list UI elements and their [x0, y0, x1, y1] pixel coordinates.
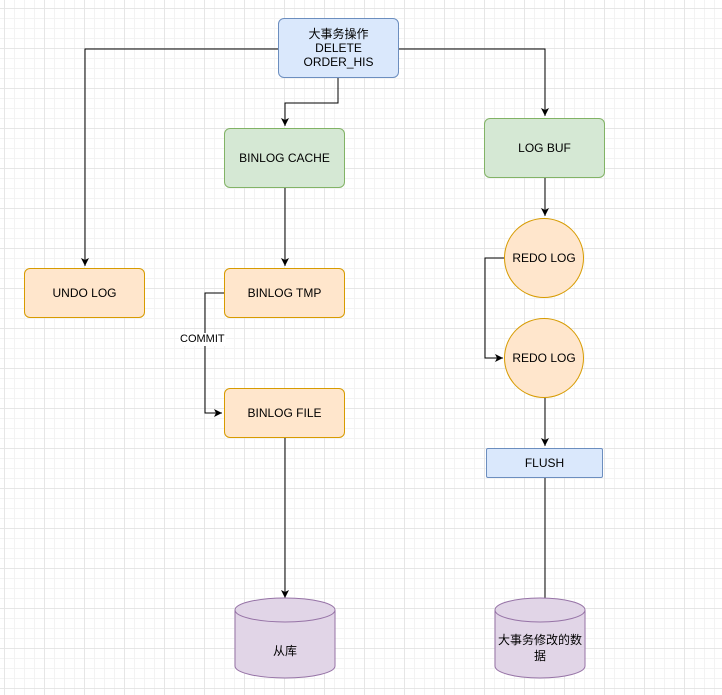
modified-data-label: 大事务修改的数据 — [497, 633, 582, 663]
edge-tx-to-log-buf — [398, 48, 549, 116]
redo-log-label-1: REDO LOG — [512, 251, 576, 265]
delete-label: DELETE — [315, 41, 362, 55]
binlog-tmp-label: BINLOG TMP — [247, 286, 322, 300]
replica-db-label: 从库 — [272, 644, 297, 658]
replica-db-cylinder — [234, 597, 336, 679]
binlog-cache-label: BINLOG CACHE — [239, 151, 330, 165]
binlog-tmp-node: BINLOG TMP — [224, 268, 345, 318]
log-buf-label: LOG BUF — [518, 141, 571, 155]
commit-edge-label: COMMIT — [179, 333, 226, 346]
binlog-file-label: BINLOG FILE — [247, 406, 322, 420]
edge-tx-to-undo-log — [81, 48, 279, 266]
binlog-cache-node: BINLOG CACHE — [224, 128, 345, 188]
log-buf-node: LOG BUF — [484, 118, 605, 178]
flush-label: FLUSH — [524, 456, 565, 470]
undo-log-node: UNDO LOG — [24, 268, 145, 318]
big-transaction-label: 大事务操作 — [308, 27, 369, 41]
big-transaction-node: 大事务操作 DELETE ORDER_HIS — [278, 18, 399, 78]
modified-data-cylinder — [494, 597, 586, 679]
flush-node: FLUSH — [486, 448, 603, 478]
undo-log-label: UNDO LOG — [52, 286, 117, 300]
order-his-label: ORDER_HIS — [303, 55, 374, 69]
edge-tx-to-binlog-cache — [281, 78, 339, 126]
redo-log-node-2: REDO LOG — [504, 318, 584, 398]
edge-redo-log-to-redo-log — [484, 257, 506, 362]
binlog-file-node: BINLOG FILE — [224, 388, 345, 438]
redo-log-node-1: REDO LOG — [504, 218, 584, 298]
edge-commit-binlog-tmp-to-file — [204, 292, 225, 417]
redo-log-label-2: REDO LOG — [512, 351, 576, 365]
